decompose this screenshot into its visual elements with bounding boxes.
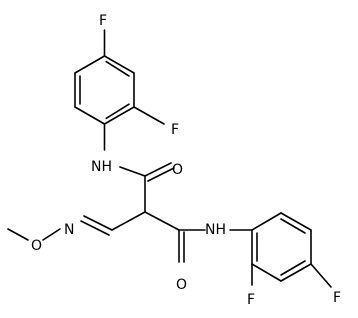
fluorine-label: F [99,13,107,29]
aromatic-inner-bond [280,260,306,276]
bond-ring-to-f-ortho [133,106,165,125]
bond [74,55,106,74]
aromatic-inner-bond [105,103,130,120]
carbonyl-double-bond-upper [144,162,172,177]
oxygen-label: O [172,162,183,178]
bond-ring-to-f-right [310,263,332,288]
oxygen-label: O [31,238,42,254]
bond-central-carbon-to-vinyl-carbon [111,211,146,231]
fluorine-label: F [247,292,255,308]
oxime-double-bond-2 [80,220,110,236]
amide-nh-label: NH [205,222,226,238]
carbonyl-double-bond-upper-2 [147,167,175,182]
oxime-double-bond [83,215,113,231]
aromatic-inner-bond [105,60,130,77]
oxime-nitrogen-label: N [64,222,74,238]
bond-nh-upper-to-carbonyl [119,166,146,177]
bond [280,212,312,231]
bond-central-carbon-to-lower-carbonyl [144,211,180,231]
oxygen-label: O [176,277,187,293]
amide-nh-label: NH [91,159,112,175]
bond-n-to-o-methoxy [42,228,61,241]
fluorine-label: F [333,290,341,306]
lower-difluorophenyl-ring [251,212,312,282]
bond [103,106,135,125]
bond [280,263,312,282]
bond [74,106,106,125]
bond [251,263,282,282]
fluorine-label: F [171,122,179,138]
aromatic-inner-bond [280,218,306,234]
upper-difluorophenyl-ring [74,55,135,125]
bond-o-to-methyl [7,228,29,241]
bond [103,55,135,74]
bond [251,212,282,231]
